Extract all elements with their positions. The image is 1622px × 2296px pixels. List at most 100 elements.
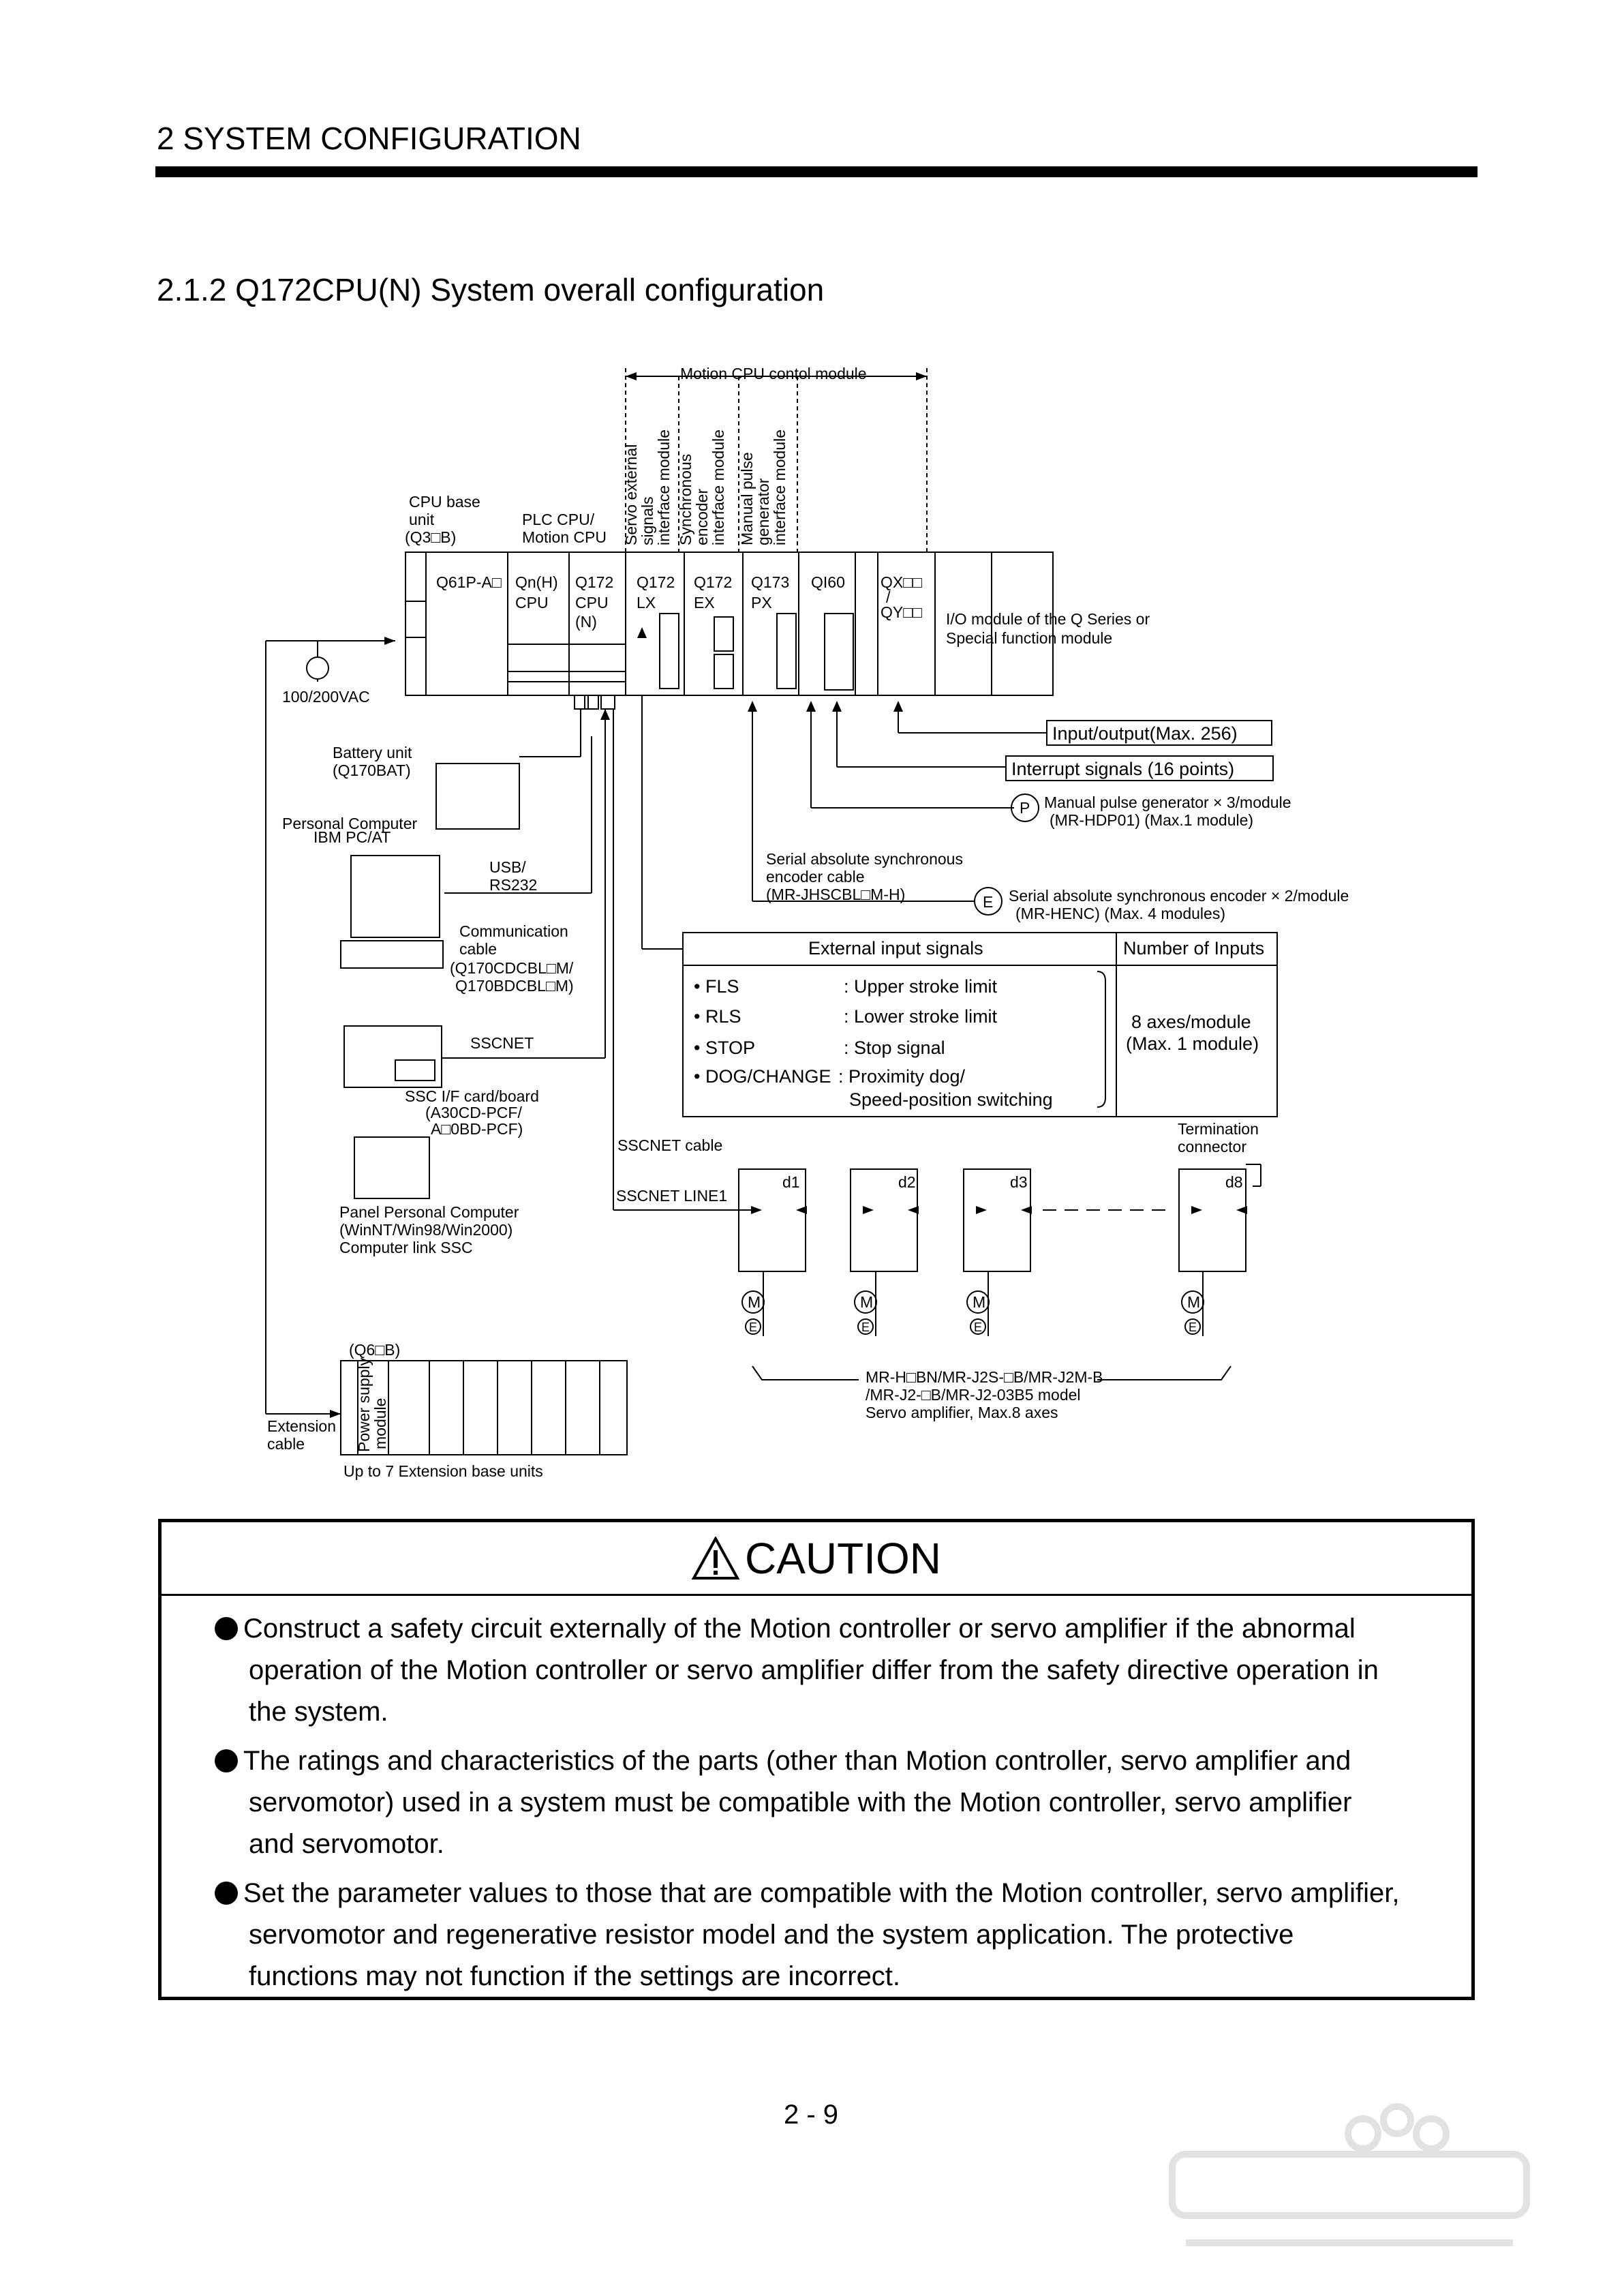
svg-text:(N): (N) bbox=[575, 613, 597, 631]
svg-text:Motion CPU: Motion CPU bbox=[522, 528, 607, 546]
svg-text:module: module bbox=[371, 1398, 389, 1449]
svg-text:/: / bbox=[886, 588, 891, 606]
io-module-label: I/O module of the Q Series or Special fu… bbox=[946, 610, 1150, 647]
svg-text:Q61P-A□: Q61P-A□ bbox=[436, 573, 502, 591]
svg-text:• STOP: • STOP bbox=[694, 1038, 755, 1058]
bullet-icon bbox=[215, 1617, 238, 1640]
plc-cpu-label: PLC CPU/ Motion CPU bbox=[522, 511, 607, 546]
battery-label: Battery unit (Q170BAT) bbox=[333, 744, 412, 779]
interrupt-signals-label: Interrupt signals (16 points) bbox=[1011, 759, 1234, 779]
svg-text:(Q3□B): (Q3□B) bbox=[405, 528, 456, 546]
svg-text:connector: connector bbox=[1178, 1138, 1246, 1155]
svg-text:Q172: Q172 bbox=[637, 573, 675, 591]
mpg-symbol: P bbox=[1020, 799, 1030, 817]
svg-text:(A30CD-PCF/: (A30CD-PCF/ bbox=[425, 1104, 522, 1121]
svg-text:: Lower stroke limit: : Lower stroke limit bbox=[844, 1006, 998, 1027]
svg-text:Speed-position switching: Speed-position switching bbox=[849, 1089, 1053, 1110]
extension-cable-label: Extension cable bbox=[267, 1417, 336, 1453]
svg-text:PX: PX bbox=[751, 594, 772, 611]
header-rule bbox=[155, 166, 1478, 177]
cpu-base-unit-label: CPU base unit (Q3□B) bbox=[405, 493, 480, 546]
svg-text:Personal Computer: Personal Computer bbox=[282, 815, 417, 832]
comm-cable-label: Communication cable (Q170CDCBL□M/ Q170BD… bbox=[450, 922, 574, 995]
encoder-label: Serial absolute synchronous encoder × 2/… bbox=[1009, 887, 1349, 922]
svg-text:Serial absolute synchronous: Serial absolute synchronous bbox=[766, 850, 963, 868]
svg-text:MR-H□BN/MR-J2S-□B/MR-J2M-B: MR-H□BN/MR-J2S-□B/MR-J2M-B bbox=[866, 1368, 1103, 1386]
svg-text:d2: d2 bbox=[898, 1173, 916, 1191]
svg-text:Communication: Communication bbox=[459, 922, 568, 940]
svg-text:M: M bbox=[748, 1293, 761, 1311]
svg-text:Extension: Extension bbox=[267, 1417, 336, 1435]
encoder-cable-label: Serial absolute synchronous encoder cabl… bbox=[766, 850, 963, 903]
svg-text:RS232: RS232 bbox=[489, 876, 537, 894]
svg-text:encoder cable: encoder cable bbox=[766, 868, 865, 886]
svg-text:8 axes/module: 8 axes/module bbox=[1131, 1012, 1251, 1032]
svg-text:Battery unit: Battery unit bbox=[333, 744, 412, 761]
svg-text:Q173: Q173 bbox=[751, 573, 789, 591]
svg-text:interface module: interface module bbox=[709, 429, 727, 545]
section-title: 2.1.2 Q172CPU(N) System overall configur… bbox=[157, 272, 825, 307]
svg-text:d8: d8 bbox=[1225, 1173, 1243, 1191]
svg-text:encoder: encoder bbox=[693, 489, 711, 545]
svg-text:• RLS: • RLS bbox=[694, 1006, 741, 1027]
svg-text:PLC CPU/: PLC CPU/ bbox=[522, 511, 595, 528]
svg-text:cable: cable bbox=[459, 940, 497, 958]
svg-text:CPU: CPU bbox=[575, 594, 609, 611]
svg-text:d1: d1 bbox=[782, 1173, 800, 1191]
svg-text:M: M bbox=[860, 1293, 873, 1311]
caution-item: Set the parameter values to those that a… bbox=[215, 1873, 1441, 1997]
svg-text:E: E bbox=[974, 1320, 982, 1334]
svg-text:Serial absolute synchronous en: Serial absolute synchronous encoder × 2/… bbox=[1009, 887, 1349, 905]
svg-text:interface module: interface module bbox=[771, 429, 789, 545]
svg-text:: Stop signal: : Stop signal bbox=[844, 1038, 945, 1058]
ssc-card-label: SSC I/F card/board (A30CD-PCF/ A□0BD-PCF… bbox=[405, 1087, 539, 1138]
encoder-symbol: E bbox=[983, 893, 993, 911]
svg-text:interface module: interface module bbox=[655, 429, 673, 545]
svg-text:QX□□: QX□□ bbox=[881, 573, 922, 591]
watermark-logo bbox=[1169, 2103, 1530, 2246]
svg-text:M: M bbox=[973, 1293, 985, 1311]
svg-text:Servo amplifier, Max.8 axes: Servo amplifier, Max.8 axes bbox=[866, 1404, 1058, 1421]
svg-text:CPU base: CPU base bbox=[409, 493, 480, 511]
svg-text:Q172: Q172 bbox=[575, 573, 613, 591]
svg-text:QY□□: QY□□ bbox=[881, 603, 922, 621]
svg-text:(WinNT/Win98/Win2000): (WinNT/Win98/Win2000) bbox=[339, 1221, 512, 1239]
svg-text:Manual pulse: Manual pulse bbox=[738, 452, 756, 545]
svg-text:E: E bbox=[749, 1320, 757, 1334]
svg-text:Q172: Q172 bbox=[694, 573, 732, 591]
svg-text:Synchronous: Synchronous bbox=[677, 454, 694, 545]
caution-title: CAUTION bbox=[745, 1533, 941, 1583]
svg-text:Servo external: Servo external bbox=[622, 444, 640, 545]
svg-text:CPU: CPU bbox=[515, 594, 549, 611]
vertical-module-labels: Servo external signals interface module … bbox=[622, 429, 789, 545]
svg-text:• DOG/CHANGE: • DOG/CHANGE bbox=[694, 1066, 831, 1087]
servo-amplifier-label: MR-H□BN/MR-J2S-□B/MR-J2M-B /MR-J2-□B/MR-… bbox=[866, 1368, 1103, 1421]
bullet-icon bbox=[215, 1882, 238, 1905]
motion-module-label: Motion CPU contol module bbox=[680, 365, 867, 382]
power-supply-label: 100/200VAC bbox=[282, 688, 370, 706]
svg-text:/MR-J2-□B/MR-J2-03B5 model: /MR-J2-□B/MR-J2-03B5 model bbox=[866, 1386, 1081, 1404]
external-input-table: External input signals Number of Inputs … bbox=[694, 938, 1264, 1110]
caution-item: The ratings and characteristics of the p… bbox=[215, 1740, 1441, 1865]
page-number: 2 - 9 bbox=[784, 2100, 839, 2130]
svg-text:A□0BD-PCF): A□0BD-PCF) bbox=[431, 1120, 523, 1138]
motor-symbols: M M M M E E E E bbox=[748, 1293, 1200, 1334]
caution-box: CAUTION Construct a safety circuit exter… bbox=[158, 1519, 1475, 2000]
svg-text:E: E bbox=[1189, 1320, 1197, 1334]
usb-label: USB/ RS232 bbox=[489, 858, 537, 894]
svg-text:generator: generator bbox=[754, 478, 772, 545]
svg-text:(MR-HDP01) (Max.1 module): (MR-HDP01) (Max.1 module) bbox=[1050, 811, 1253, 829]
page-header-title: 2 SYSTEM CONFIGURATION bbox=[157, 121, 581, 156]
caution-header: CAUTION bbox=[162, 1522, 1471, 1596]
panel-pc-label: Panel Personal Computer (WinNT/Win98/Win… bbox=[339, 1203, 519, 1256]
extension-units-label: Up to 7 Extension base units bbox=[343, 1462, 543, 1480]
svg-text:I/O module of the Q Series or: I/O module of the Q Series or bbox=[946, 610, 1150, 628]
extension-base-label: (Q6□B) bbox=[349, 1341, 400, 1359]
svg-text:Number of Inputs: Number of Inputs bbox=[1123, 938, 1264, 958]
svg-text:Computer link SSC: Computer link SSC bbox=[339, 1239, 473, 1256]
power-supply-module-label: Power supply module bbox=[355, 1357, 389, 1452]
svg-text:Panel Personal Computer: Panel Personal Computer bbox=[339, 1203, 519, 1221]
svg-text:unit: unit bbox=[409, 511, 435, 528]
svg-text:Q170BDCBL□M): Q170BDCBL□M) bbox=[455, 977, 574, 995]
sscnet-label: SSCNET bbox=[470, 1034, 534, 1052]
